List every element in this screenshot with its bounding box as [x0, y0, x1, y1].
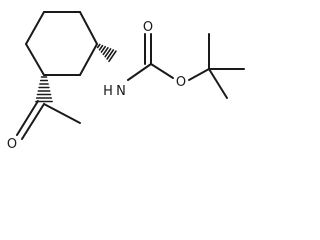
- cyclohexane-ring: [25, 11, 98, 76]
- tbutyl-methyl-down-bond: [208, 68, 228, 99]
- nitrogen-h-label: H: [103, 84, 113, 99]
- carbonyl-to-ester-o-bond: [150, 63, 174, 79]
- ester-o-to-tbutyl-bond: [188, 68, 210, 81]
- ketone-double-bond-b: [16, 100, 39, 136]
- ring-bond-c2-c3: [79, 11, 98, 45]
- carbamate-carbonyl-oxygen-label: O: [143, 20, 153, 35]
- hashed-wedge-ring-to-acetyl: [35, 76, 53, 103]
- ketone-oxygen-label: O: [7, 137, 17, 152]
- nitrogen-label: N: [116, 84, 126, 99]
- ring-bond-c3-c4: [79, 43, 98, 76]
- hashed-wedge-ring-to-n: [96, 43, 117, 63]
- tert-butyl-group: [208, 33, 245, 99]
- acetyl-group: [16, 100, 81, 140]
- molecule-structure: H N O O O: [7, 11, 245, 152]
- carbamate-chain: [127, 33, 210, 81]
- n-to-carbonyl-bond: [127, 63, 152, 81]
- ketone-double-bond-a: [21, 103, 45, 140]
- carbamate-ester-oxygen-label: O: [176, 75, 186, 90]
- ring-bond-c5-c6: [25, 43, 45, 76]
- ring-bond-c6-c1: [25, 11, 45, 45]
- acetyl-methyl-bond: [43, 103, 81, 124]
- atom-labels: H N O O O: [7, 20, 186, 152]
